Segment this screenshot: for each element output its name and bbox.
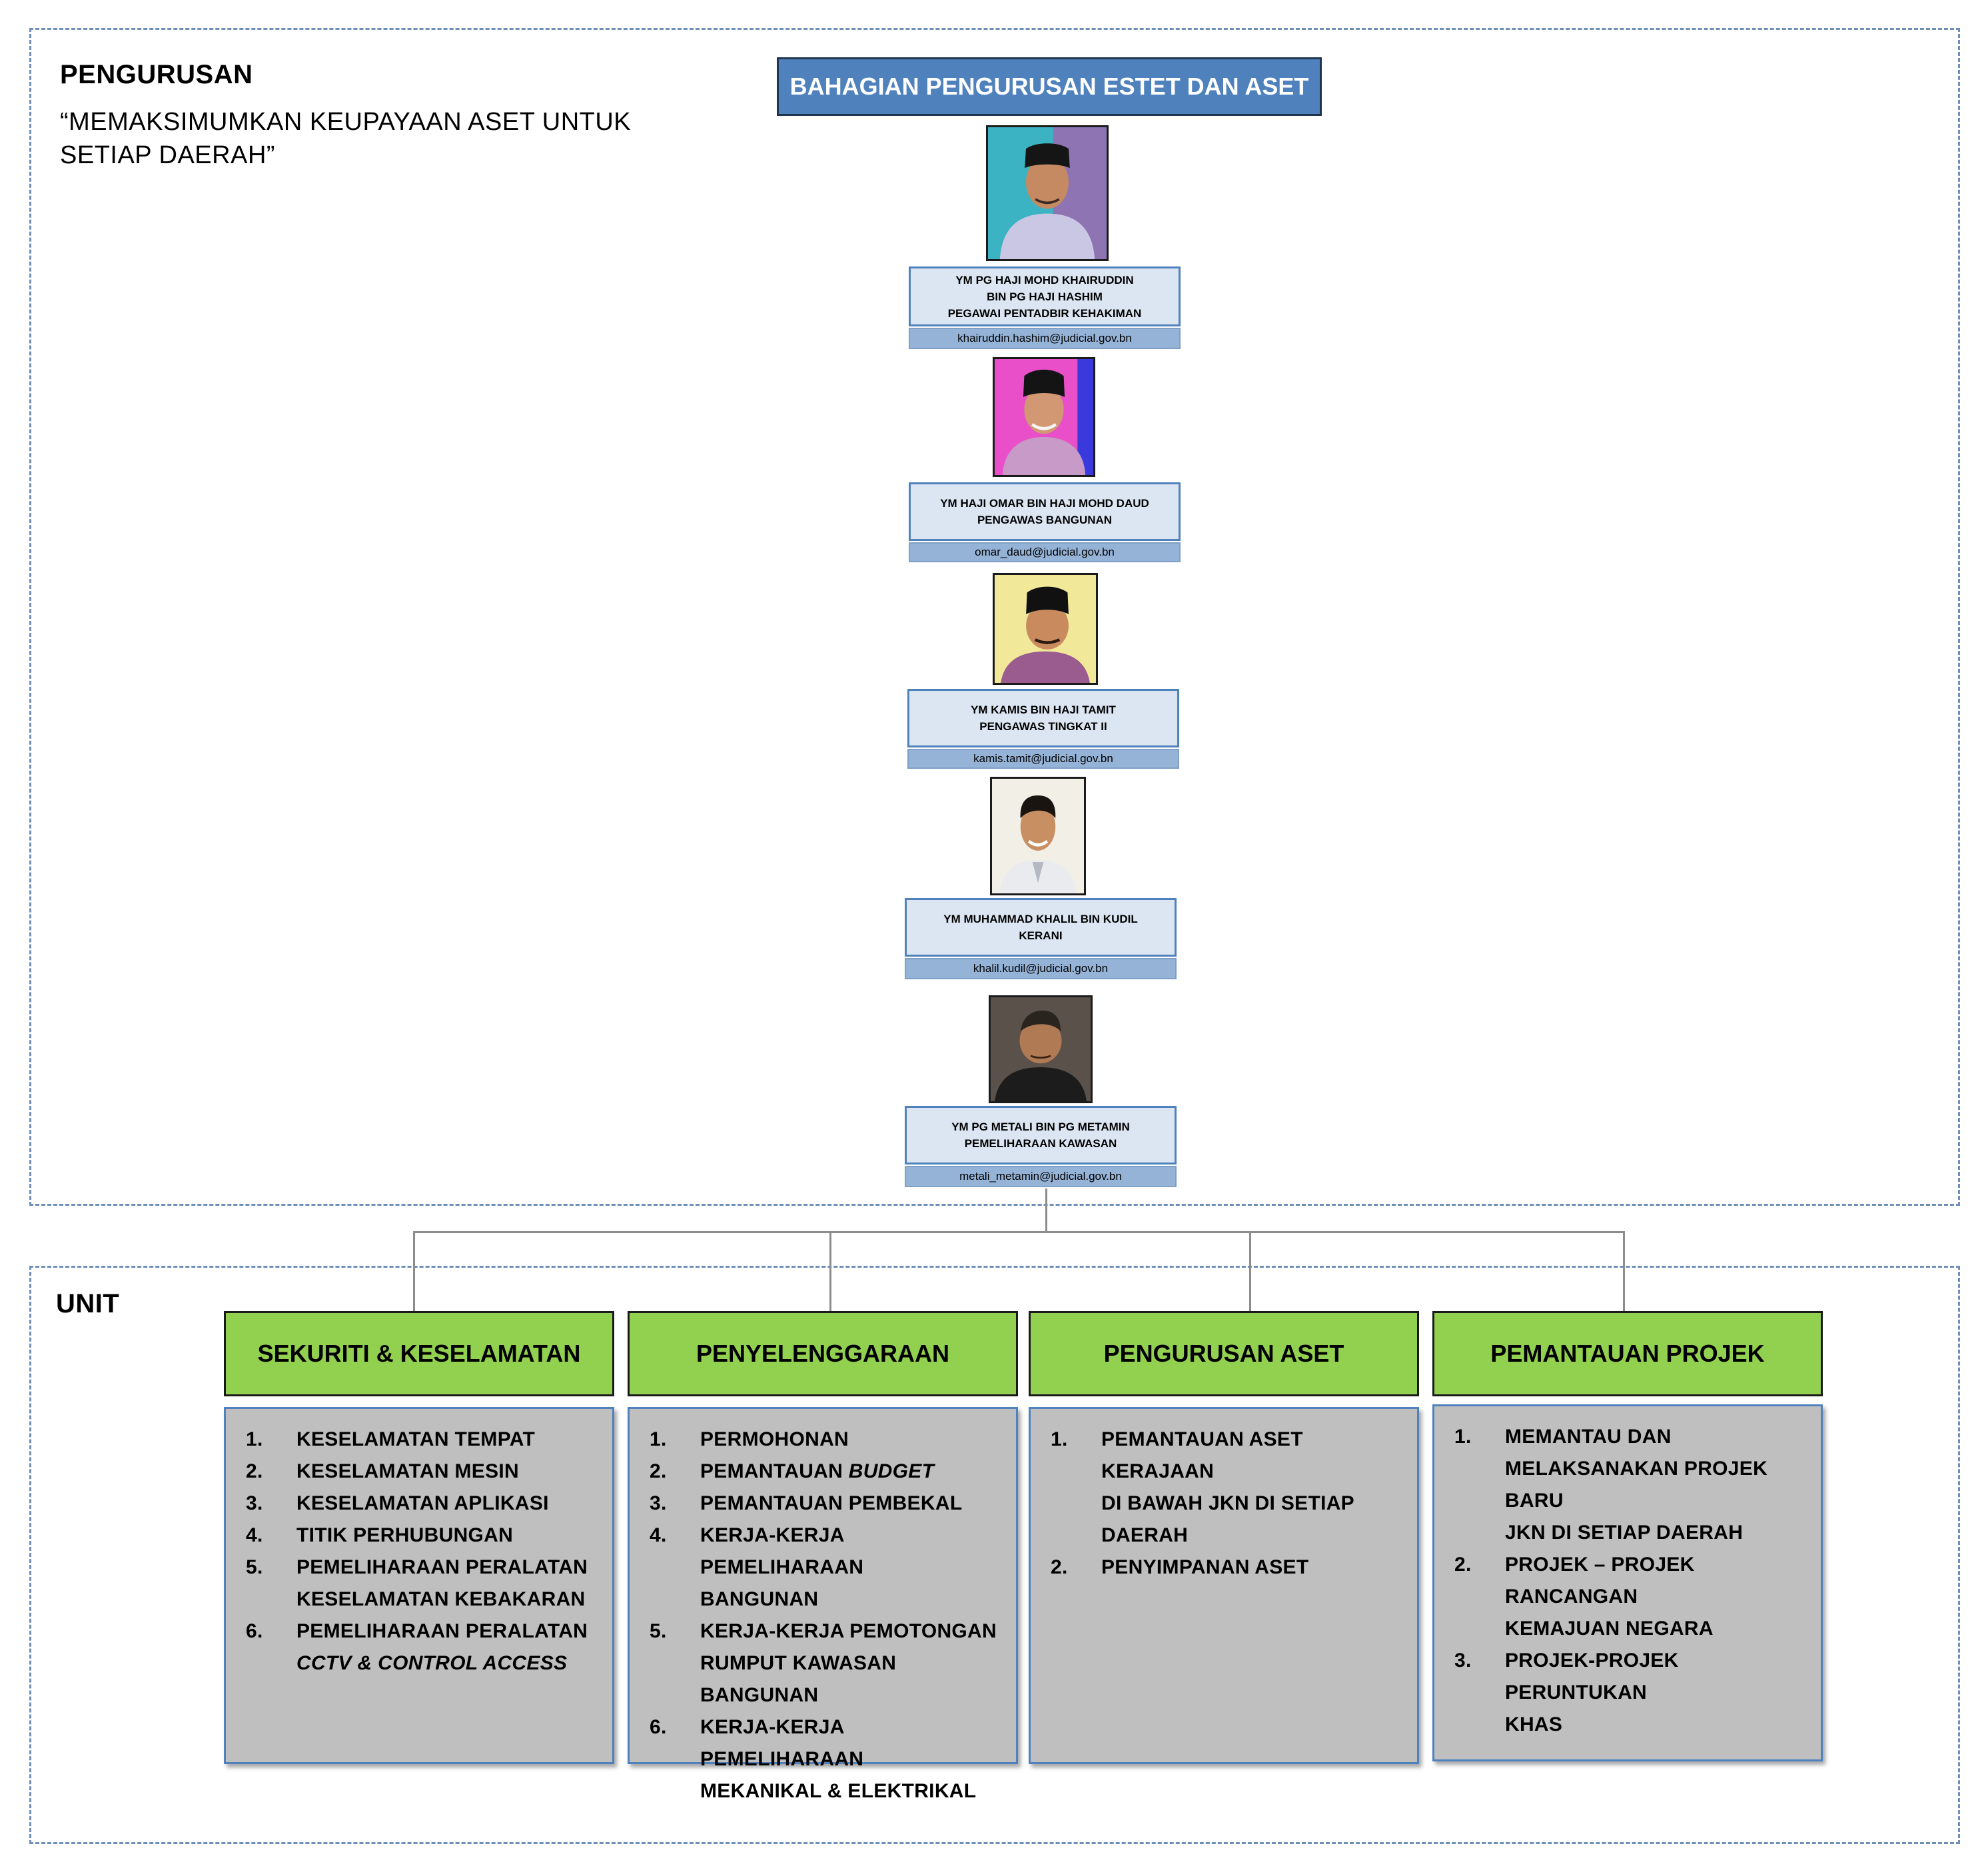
staff-photo-4 [990, 777, 1086, 895]
unit-title-text: PEMANTAUAN PROJEK [1490, 1340, 1765, 1367]
unit-title-text: PENGURUSAN ASET [1103, 1340, 1344, 1367]
person-photo-icon [995, 359, 1093, 475]
list-item: 4.TITIK PERHUBUNGAN [246, 1524, 514, 1546]
staff-email-text: khairuddin.hashim@judicial.gov.bn [957, 332, 1132, 344]
staff-email-text: omar_daud@judicial.gov.bn [975, 546, 1115, 558]
staff-name-box-2: YM HAJI OMAR BIN HAJI MOHD DAUD PENGAWAS… [909, 482, 1181, 541]
staff-email-4[interactable]: khalil.kudil@judicial.gov.bn [905, 958, 1177, 979]
person-photo-icon [992, 779, 1084, 893]
staff-photo-5 [989, 995, 1093, 1103]
staff-email-5[interactable]: metali_metamin@judicial.gov.bn [905, 1166, 1177, 1187]
department-title: BAHAGIAN PENGURUSAN ESTET DAN ASET [789, 73, 1309, 100]
staff-role: PENGAWAS BANGUNAN [977, 514, 1113, 526]
staff-name-line: YM PG METALI BIN PG METAMIN [951, 1121, 1130, 1133]
unit-header-sekuriti: SEKURITI & KESELAMATAN [224, 1311, 614, 1396]
staff-name-line: YM HAJI OMAR BIN HAJI MOHD DAUD [940, 497, 1149, 510]
unit-body-sekuriti: 1.KESELAMATAN TEMPAT 2.KESELAMATAN MESIN… [224, 1407, 614, 1764]
list-item: 3.KESELAMATAN APLIKASI [246, 1492, 549, 1514]
staff-email-2[interactable]: omar_daud@judicial.gov.bn [909, 542, 1181, 562]
pengurusan-title: PENGURUSAN [60, 60, 253, 89]
list-item: 2.PENYIMPANAN ASET [1051, 1556, 1309, 1578]
department-title-box: BAHAGIAN PENGURUSAN ESTET DAN ASET [777, 57, 1322, 116]
staff-name-box-5: YM PG METALI BIN PG METAMIN PEMELIHARAAN… [905, 1106, 1177, 1165]
staff-role: PENGAWAS TINGKAT II [979, 720, 1107, 733]
unit-header-pengurusan-aset: PENGURUSAN ASET [1029, 1311, 1419, 1396]
staff-role: KERANI [1019, 929, 1063, 942]
person-photo-icon [995, 575, 1096, 683]
staff-email-3[interactable]: kamis.tamit@judicial.gov.bn [907, 749, 1179, 769]
connector-horizontal [413, 1231, 1625, 1233]
staff-email-1[interactable]: khairuddin.hashim@judicial.gov.bn [909, 328, 1181, 349]
person-photo-icon [988, 127, 1107, 259]
staff-email-text: metali_metamin@judicial.gov.bn [959, 1170, 1122, 1182]
unit-section-frame [29, 1266, 1960, 1844]
staff-photo-2 [993, 357, 1095, 477]
list-item: 3.PEMANTAUAN PEMBEKAL [650, 1492, 963, 1514]
staff-photo-1 [986, 125, 1109, 261]
list-item: 2.KESELAMATAN MESIN [246, 1460, 519, 1482]
staff-name-line: YM MUHAMMAD KHALIL BIN KUDIL [943, 913, 1138, 925]
connector-branch-2 [829, 1231, 831, 1312]
staff-name-line: BIN PG HAJI HASHIM [987, 290, 1103, 303]
connector-branch-3 [1249, 1231, 1251, 1312]
person-photo-icon [991, 997, 1091, 1101]
unit-header-pemantauan-projek: PEMANTAUAN PROJEK [1432, 1311, 1823, 1396]
pengurusan-section-frame [29, 28, 1960, 1206]
staff-email-text: kamis.tamit@judicial.gov.bn [973, 752, 1113, 765]
list-item: 2.PEMANTAUAN BUDGET [650, 1460, 935, 1482]
list-item: 1.KESELAMATAN TEMPAT [246, 1428, 536, 1450]
staff-name-box-3: YM KAMIS BIN HAJI TAMIT PENGAWAS TINGKAT… [907, 689, 1179, 747]
staff-role: PEGAWAI PENTADBIR KEHAKIMAN [947, 306, 1142, 320]
unit-header-penyelenggaraan: PENYELENGGARAAN [628, 1311, 1018, 1396]
staff-name-line: YM KAMIS BIN HAJI TAMIT [971, 704, 1116, 716]
unit-body-penyelenggaraan: 1.PERMOHONAN 2.PEMANTAUAN BUDGET 3.PEMAN… [628, 1407, 1018, 1802]
staff-name-line: YM PG HAJI MOHD KHAIRUDDIN [955, 273, 1134, 286]
connector-trunk [1045, 1188, 1047, 1232]
connector-branch-4 [1623, 1231, 1625, 1312]
staff-email-text: khalil.kudil@judicial.gov.bn [973, 962, 1109, 975]
connector-branch-1 [413, 1231, 415, 1312]
staff-photo-3 [993, 573, 1098, 685]
unit-title: UNIT [56, 1289, 120, 1318]
unit-title-text: SEKURITI & KESELAMATAN [257, 1340, 581, 1367]
unit-title-text: PENYELENGGARAAN [696, 1340, 950, 1367]
staff-role: PEMELIHARAAN KAWASAN [964, 1137, 1117, 1150]
staff-name-box-4: YM MUHAMMAD KHALIL BIN KUDIL KERANI [905, 898, 1177, 957]
tagline: “MEMAKSIMUMKAN KEUPAYAAN ASET UNTUK SETI… [60, 108, 632, 169]
staff-name-box-1: YM PG HAJI MOHD KHAIRUDDIN BIN PG HAJI H… [909, 266, 1181, 326]
list-item: 1.PERMOHONAN [650, 1428, 849, 1450]
